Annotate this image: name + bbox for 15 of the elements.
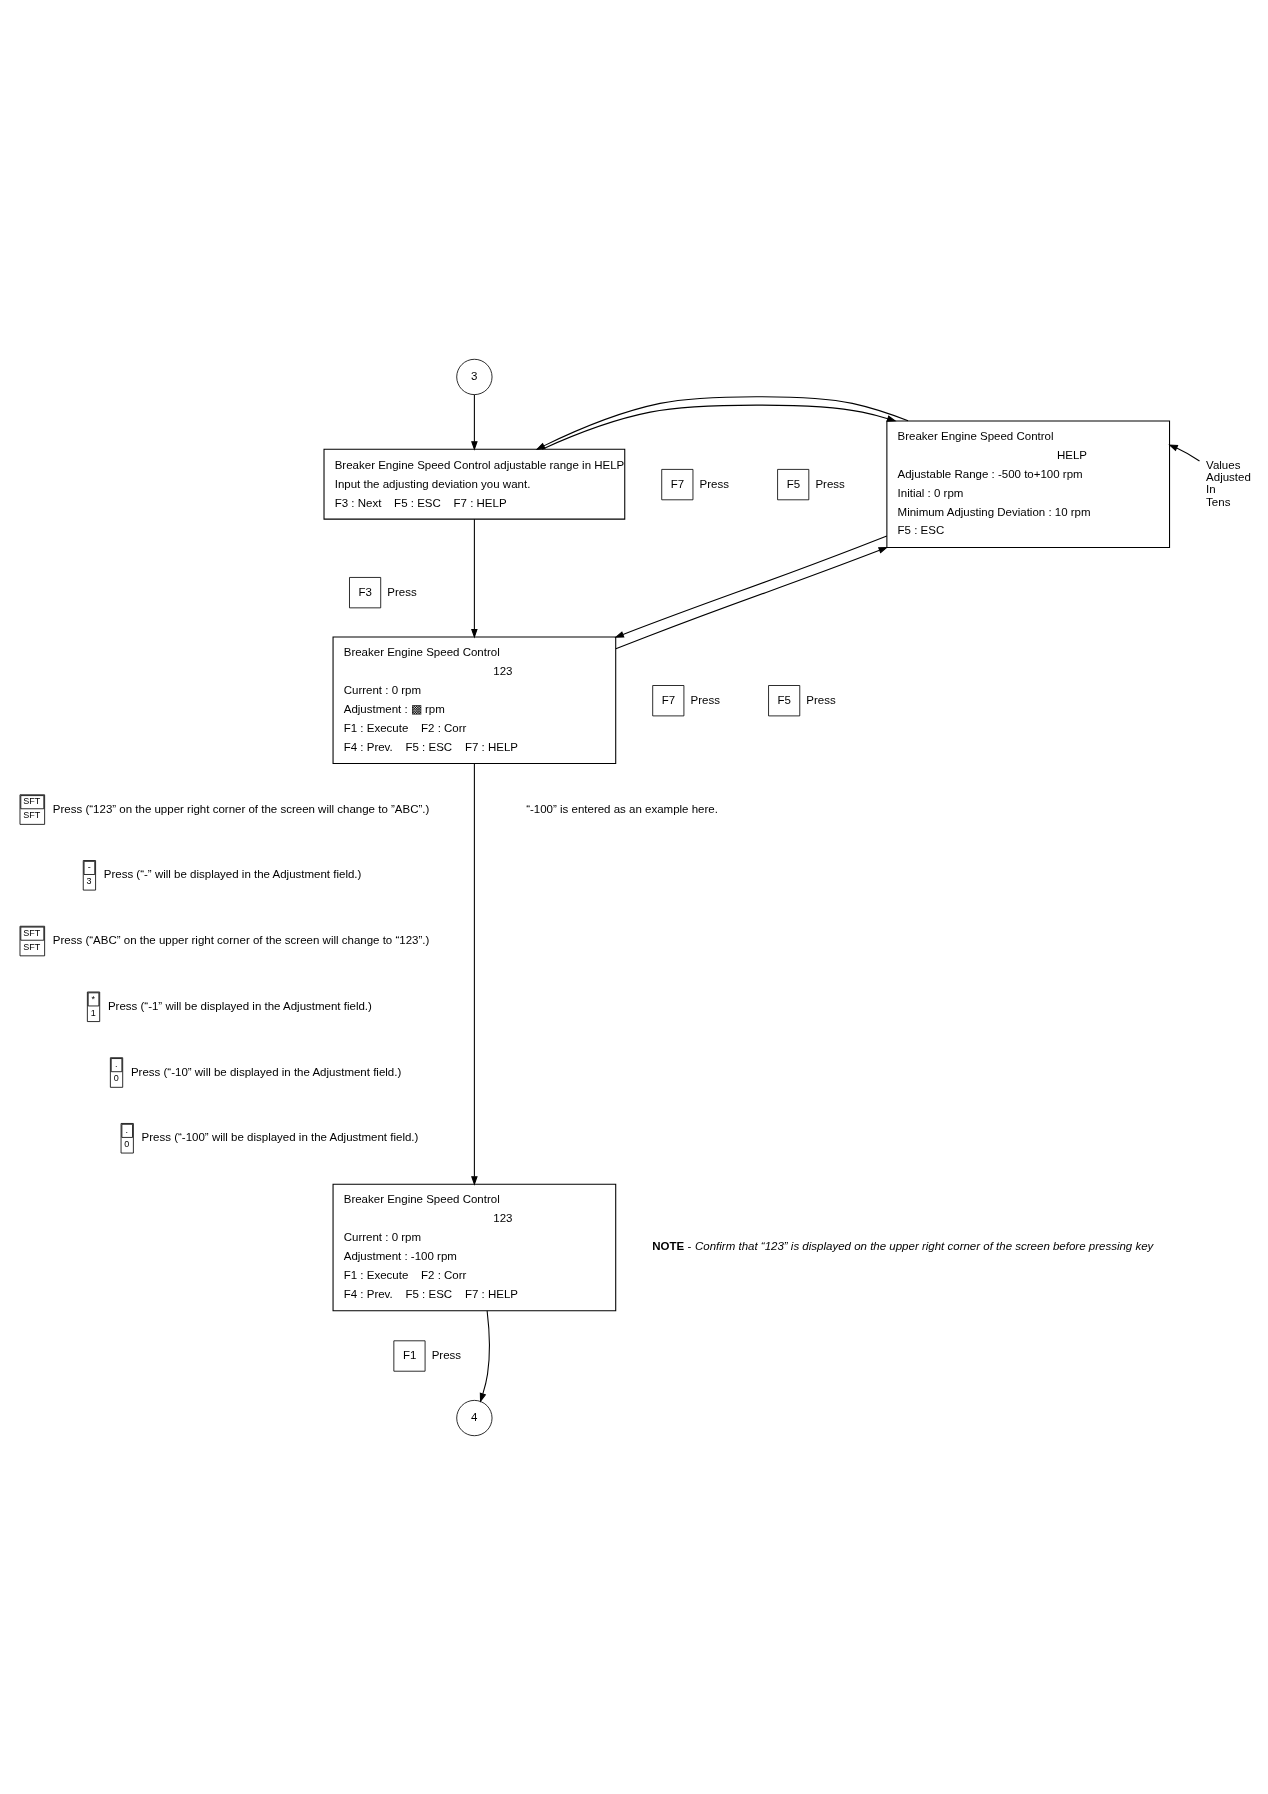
- node-label: Press (“ABC” on the upper right corner of the screen will change to “123”.): [52, 933, 430, 946]
- node-label: Press: [806, 693, 836, 706]
- node-label: Press: [387, 585, 417, 598]
- node-label: Press: [690, 693, 720, 706]
- label: “-100” is entered as an example here.: [526, 802, 718, 815]
- node-label: Press (“-” will be displayed in the Adjustment field.): [103, 867, 362, 880]
- node-label: Press (“-1” will be displayed in the Adjustment field.): [107, 999, 372, 1012]
- node-label: Press: [431, 1348, 462, 1361]
- node-text: Values Adjusted In Tens: [1206, 458, 1251, 508]
- label: NOTE - Confirm that “123” is displayed on the upper right corner of the screen before pressing key: [652, 1239, 1154, 1252]
- node-label: Press (“123” on the upper right corner of the screen will change to ”ABC”.): [52, 802, 430, 815]
- node-label: Press: [815, 477, 845, 490]
- node-label: Press (“-100” will be displayed in the Adjustment field.): [141, 1130, 419, 1143]
- node-label: Press (“-10” will be displayed in the Adjustment field.): [130, 1065, 402, 1078]
- node-label: Press: [699, 477, 729, 490]
